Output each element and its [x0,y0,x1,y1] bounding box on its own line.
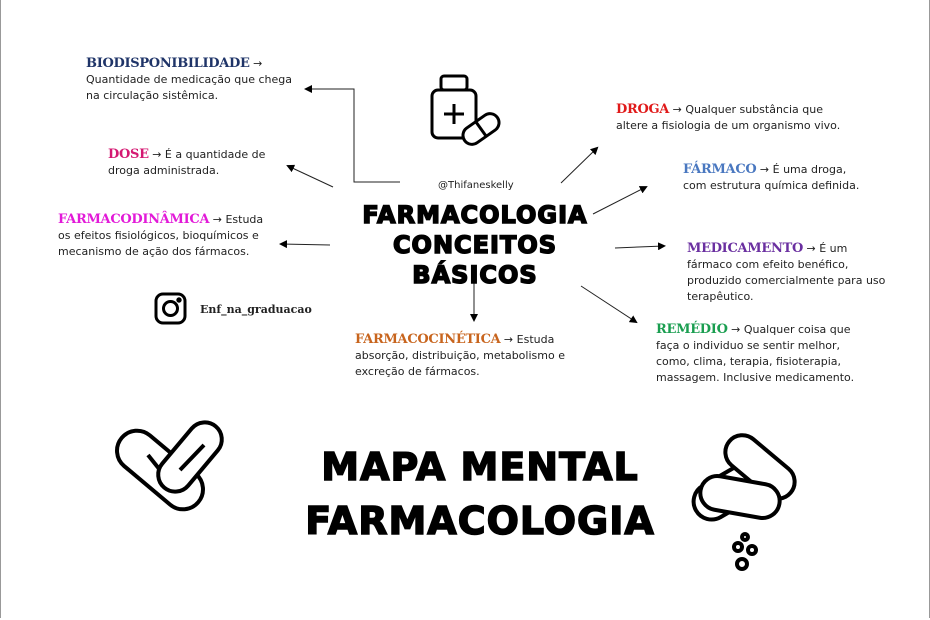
arrow-glyph: → [806,242,816,255]
term: FÁRMACO [683,162,757,177]
footer-title-line2: FARMACOLOGIA [304,498,655,544]
center-title-line2: CONCEITOS BÁSICOS [392,230,558,290]
term: REMÉDIO [656,322,728,337]
arrow-glyph: → [253,57,263,70]
term: DROGA [616,102,670,117]
arrow-glyph: → [212,213,222,226]
definition: Quantidade de medicação que chega na cir… [86,73,292,102]
footer-title-line1: MAPA MENTAL [321,444,639,490]
capsules-pouring-icon [691,433,797,571]
arrow-farmacodinamica [279,240,331,249]
arrow-glyph: → [731,323,741,336]
instagram-icon [154,292,187,325]
arrow-remedio [580,285,638,324]
node-droga: DROGA → Qualquer substância que altere a… [616,102,851,134]
arrow-glyph: → [503,333,514,346]
definition: É um fármaco com efeito benéfico, produz… [687,242,886,303]
node-farmacocinetica: FARMACOCINÉTICA → Estuda absorção, distr… [355,332,595,380]
footer-title: MAPA MENTAL FARMACOLOGIA [300,440,660,548]
arrow-glyph: → [759,163,770,176]
definition: É uma droga, com estrutura química defin… [683,163,860,192]
arrow-dose [286,164,334,188]
term: DOSE [108,147,149,162]
definition: Qualquer substância que altere a fisiolo… [616,103,841,132]
arrow-biodisponibilidade [304,85,400,183]
node-medicamento: MEDICAMENTO → É um fármaco com efeito be… [687,241,887,305]
arrow-glyph: → [672,103,682,116]
node-farmacodinamica: FARMACODINÂMICA → Estuda os efeitos fisi… [58,212,268,260]
capsules-icon [115,420,224,512]
node-remedio: REMÉDIO → Qualquer coisa que faça o indi… [656,322,861,386]
arrow-farmaco [592,186,648,215]
definition: Estuda absorção, distribuição, metabolis… [355,333,565,378]
node-dose: DOSE → É a quantidade de droga administr… [108,147,278,179]
arrow-medicamento [614,242,666,251]
node-farmaco: FÁRMACO → É uma droga, com estrutura quí… [683,162,868,194]
term: BIODISPONIBILIDADE [86,56,250,71]
definition: É a quantidade de droga administrada. [108,148,266,177]
author-handle: @Thifaneskelly [438,180,514,191]
arrow-droga [560,146,599,184]
definition: Estuda os efeitos fisiológicos, bioquími… [58,213,264,258]
center-title: FARMACOLOGIA CONCEITOS BÁSICOS [330,200,620,290]
instagram-handle: Enf_na_graduacao [200,303,312,316]
term: MEDICAMENTO [687,241,803,256]
medicine-bottle-icon [430,74,501,146]
term: FARMACODINÂMICA [58,212,210,227]
arrow-glyph: → [152,148,162,161]
definition: Qualquer coisa que faça o individuo se s… [656,323,855,384]
center-title-line1: FARMACOLOGIA [362,200,588,230]
term: FARMACOCINÉTICA [355,332,501,347]
node-biodisponibilidade: BIODISPONIBILIDADE → Quantidade de medic… [86,56,301,104]
